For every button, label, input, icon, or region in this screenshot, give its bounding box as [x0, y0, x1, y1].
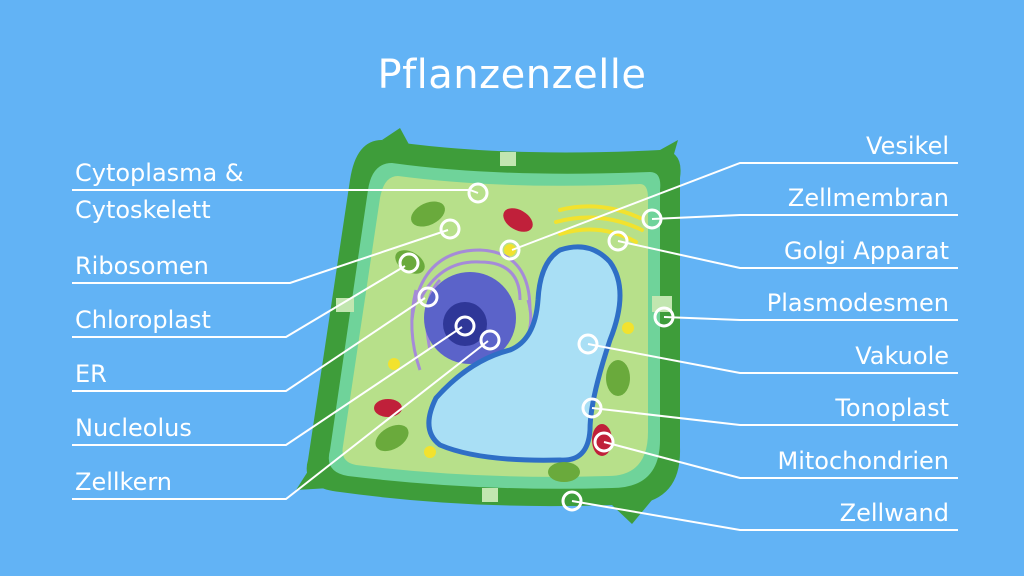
label-cell-membrane: Zellmembran: [787, 184, 949, 212]
vesicle: [622, 322, 634, 334]
leader-line: [511, 162, 958, 251]
vesicle: [504, 244, 516, 256]
leader-line: [72, 297, 426, 392]
leader-line: [72, 229, 449, 284]
label-er: ER: [75, 360, 107, 388]
leader-line: [587, 343, 958, 374]
plasmodesma: [500, 152, 516, 166]
label-ribosomes: Ribosomen: [75, 252, 209, 280]
label-chloroplast: Chloroplast: [75, 306, 211, 334]
label-cell-wall: Zellwand: [839, 499, 949, 527]
marker-vacuole: [577, 333, 599, 355]
leader-line: [603, 441, 958, 479]
label-nucleus: Zellkern: [75, 468, 173, 496]
marker-ribosomes: [439, 218, 461, 240]
plasmodesma: [482, 488, 498, 502]
marker-plasmodesmata: [653, 306, 675, 328]
marker-vesicle: [499, 239, 521, 261]
leader-line: [72, 326, 463, 446]
cell-wall-corner: [660, 140, 678, 168]
leader-line: [571, 500, 958, 531]
label-mitochondria: Mitochondrien: [777, 447, 949, 475]
marker-cytoplasm: [467, 182, 489, 204]
marker-cell-wall: [561, 490, 583, 512]
leader-line: [72, 265, 406, 338]
plasmodesma: [336, 298, 354, 312]
leader-line: [663, 316, 958, 321]
label-nucleolus: Nucleolus: [75, 414, 192, 442]
label-vacuole: Vakuole: [855, 342, 949, 370]
marker-er: [417, 286, 439, 308]
marker-nucleolus: [454, 315, 476, 337]
chloroplast: [375, 424, 409, 452]
vesicle: [424, 446, 436, 458]
mitochondrion: [374, 399, 402, 417]
nucleolus: [443, 302, 487, 346]
marker-golgi: [607, 230, 629, 252]
label-golgi: Golgi Apparat: [783, 237, 949, 265]
chloroplast: [548, 462, 580, 482]
marker-tonoplast: [581, 397, 603, 419]
label-cytoplasm-line1: Cytoplasma &: [75, 159, 244, 187]
leader-line: [591, 407, 958, 426]
leader-line: [651, 214, 958, 220]
marker-mitochondria: [593, 431, 615, 453]
markers: [398, 182, 675, 512]
vacuole: [426, 244, 623, 463]
leader-line: [72, 340, 489, 500]
diagram-title: Pflanzenzelle: [377, 52, 647, 98]
mitochondrion: [503, 208, 533, 232]
chloroplast: [411, 201, 445, 227]
label-cytoplasm-line2: Cytoskelett: [75, 196, 211, 224]
label-plasmodesmata: Plasmodesmen: [766, 289, 949, 317]
golgi-apparatus: [554, 204, 644, 244]
leader-line: [617, 240, 958, 269]
label-vesicle: Vesikel: [866, 132, 949, 160]
cell-wall-corner: [382, 128, 412, 150]
label-tonoplast: Tonoplast: [835, 394, 949, 422]
chloroplast: [606, 360, 630, 396]
vesicle: [388, 358, 400, 370]
marker-chloroplast: [398, 252, 420, 274]
marker-cell-membrane: [641, 208, 663, 230]
marker-nucleus: [479, 329, 501, 351]
